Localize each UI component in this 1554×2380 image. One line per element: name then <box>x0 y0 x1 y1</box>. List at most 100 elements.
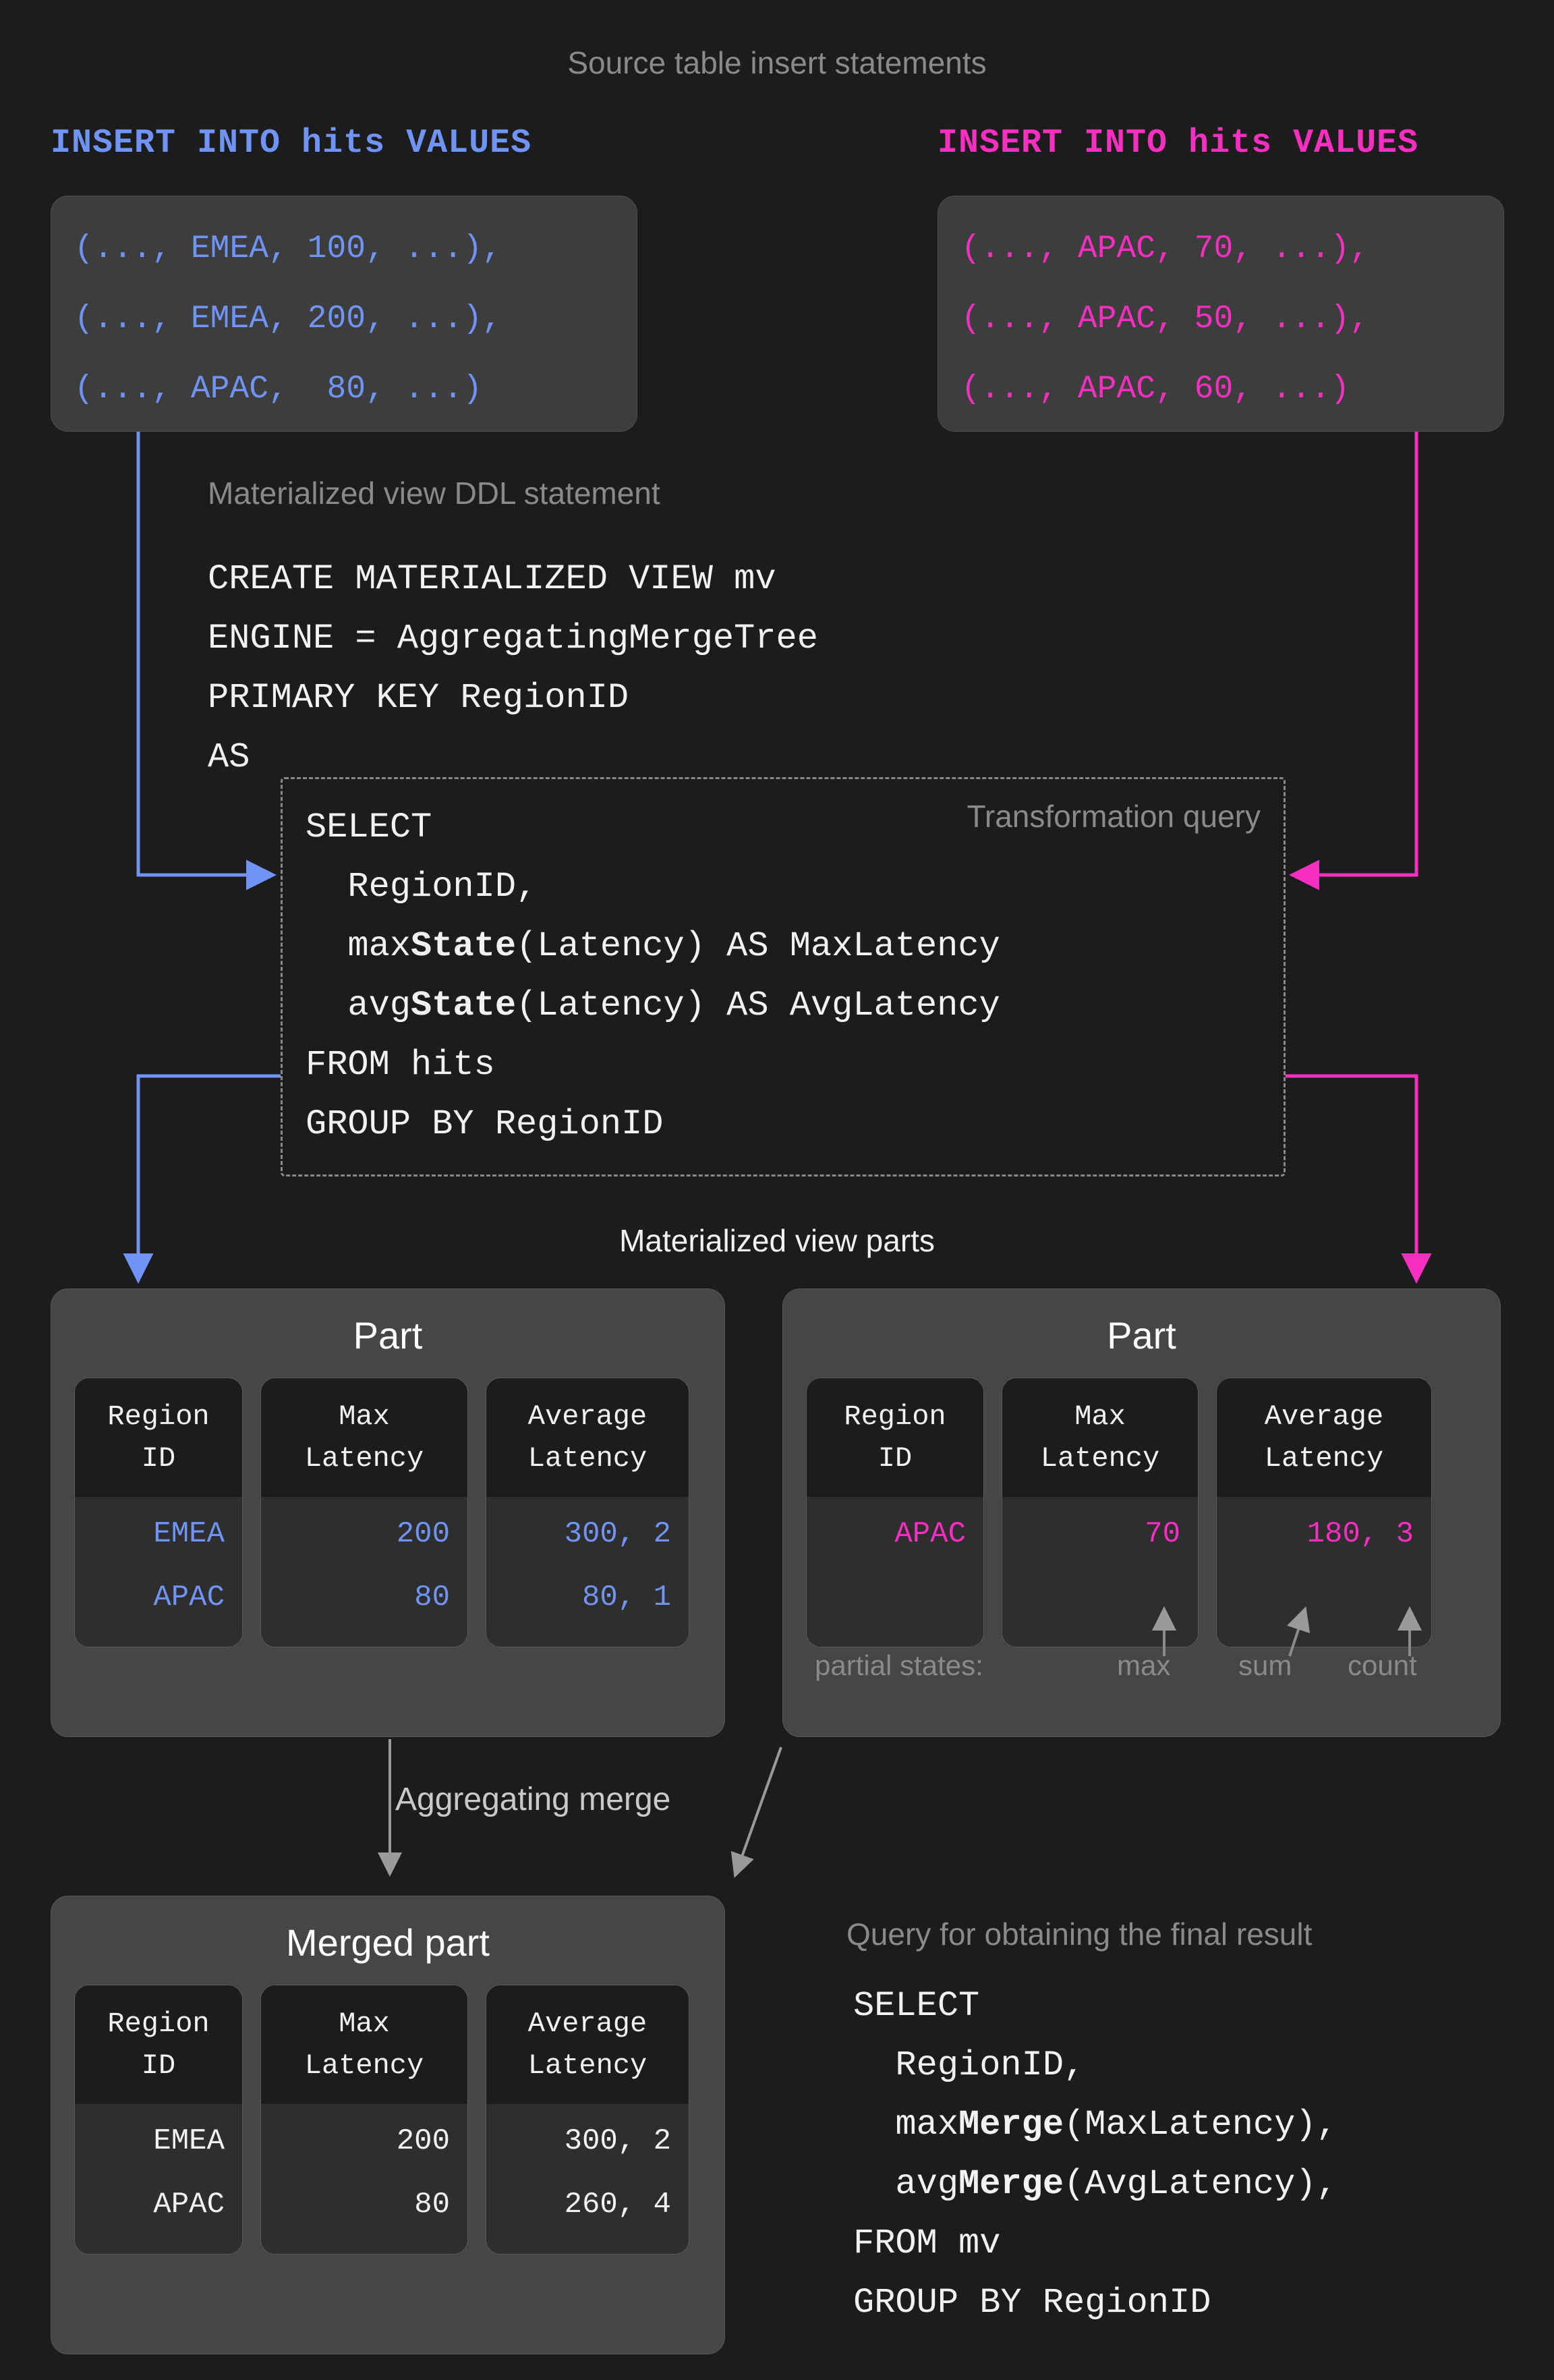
part-right-col-avglatency: Average Latency 180, 3 . <box>1216 1378 1432 1647</box>
part-left-head-avglatency: Average Latency <box>486 1378 689 1497</box>
insert-left-row-1: (..., EMEA, 100, ...), <box>74 231 502 267</box>
insert-right-header: INSERT INTO hits VALUES <box>938 124 1419 163</box>
insert-left-row-3: (..., APAC, 80, ...) <box>74 371 482 407</box>
tq-line-4-state: State <box>411 986 517 1025</box>
partial-states-sum: sum <box>1238 1649 1292 1681</box>
tq-line-1: SELECT <box>306 808 432 847</box>
part-left-body-regionid: EMEA APAC <box>75 1497 242 1647</box>
part-left-body-avglatency: 300, 2 80, 1 <box>486 1497 689 1647</box>
part-merged-cell-maxlatency-2: 80 <box>414 2188 450 2221</box>
part-left-head-regionid: Region ID <box>75 1378 242 1497</box>
fq-line-6: GROUP BY RegionID <box>853 2283 1211 2323</box>
insert-right-row-1: (..., APAC, 70, ...), <box>961 231 1369 267</box>
part-merged-head-avglatency: Average Latency <box>486 1985 689 2104</box>
tq-line-3-pre: max <box>306 926 411 966</box>
part-merged-cell-regionid-2: APAC <box>153 2188 225 2221</box>
insert-right-box: (..., APAC, 70, ...), (..., APAC, 50, ..… <box>938 196 1504 432</box>
part-right-columns: Region ID APAC . Max Latency 70 . Averag… <box>783 1378 1500 1647</box>
part-right-cell-regionid-1: APAC <box>894 1517 966 1551</box>
part-right-col-maxlatency: Max Latency 70 . <box>1002 1378 1199 1647</box>
part-merged-cell-regionid-1: EMEA <box>153 2124 225 2158</box>
ddl-line-1: CREATE MATERIALIZED VIEW mv <box>208 559 776 599</box>
fq-line-4-post: (AvgLatency), <box>1064 2164 1337 2204</box>
part-merged-cell-maxlatency-1: 200 <box>396 2124 450 2158</box>
part-left-cell-maxlatency-2: 80 <box>414 1581 450 1614</box>
part-right-head-avglatency: Average Latency <box>1217 1378 1431 1497</box>
partial-states-count: count <box>1348 1649 1417 1681</box>
part-right-title: Part <box>1107 1314 1176 1357</box>
fq-line-1: SELECT <box>853 1986 980 2026</box>
part-right-head-regionid: Region ID <box>807 1378 983 1497</box>
part-right-col-regionid: Region ID APAC . <box>806 1378 984 1647</box>
caption-mv-parts: Materialized view parts <box>619 1223 935 1258</box>
ddl-line-4: AS <box>208 737 250 777</box>
aggregating-merge-label: Aggregating merge <box>395 1782 671 1817</box>
ddl-code-block: CREATE MATERIALIZED VIEW mv ENGINE = Agg… <box>208 550 818 787</box>
part-right-cell-maxlatency-1: 70 <box>1145 1517 1180 1551</box>
caption-source-statements: Source table insert statements <box>567 45 987 80</box>
part-merged-col-maxlatency: Max Latency 200 80 <box>260 1985 468 2255</box>
caption-final-query: Query for obtaining the final result <box>846 1917 1313 1952</box>
partial-states-annotation: partial states: max sum count <box>815 1649 1496 1690</box>
tq-line-3-state: State <box>411 926 517 966</box>
fq-line-5: FROM mv <box>853 2223 1001 2263</box>
part-right-cell-avglatency-1: 180, 3 <box>1306 1517 1414 1551</box>
partial-states-label: partial states: <box>815 1649 983 1681</box>
part-merged-body-avglatency: 300, 2 260, 4 <box>486 2104 689 2254</box>
tq-line-4-pre: avg <box>306 986 411 1025</box>
caption-transformation-query: Transformation query <box>967 799 1261 834</box>
fq-line-2: RegionID, <box>853 2045 1085 2085</box>
insert-right-row-2: (..., APAC, 50, ...), <box>961 301 1369 337</box>
caption-ddl: Materialized view DDL statement <box>208 476 660 511</box>
part-left-body-maxlatency: 200 80 <box>261 1497 467 1647</box>
tq-line-2: RegionID, <box>306 867 538 907</box>
part-left-col-avglatency: Average Latency 300, 2 80, 1 <box>486 1378 689 1647</box>
part-merged-head-maxlatency: Max Latency <box>261 1985 467 2104</box>
final-query-code: SELECT RegionID, maxMerge(MaxLatency), a… <box>853 1977 1337 2333</box>
wire-part-right-to-merged <box>730 1747 782 1878</box>
part-merged: Merged part Region ID EMEA APAC Max Late… <box>51 1896 725 2354</box>
fq-line-4-merge: Merge <box>958 2164 1064 2204</box>
part-left-cell-regionid-1: EMEA <box>153 1517 225 1551</box>
partial-states-max: max <box>1117 1649 1171 1681</box>
fq-line-3-pre: max <box>853 2105 959 2145</box>
part-merged-col-avglatency: Average Latency 300, 2 260, 4 <box>486 1985 689 2255</box>
fq-line-3-merge: Merge <box>958 2105 1064 2145</box>
part-merged-cell-avglatency-2: 260, 4 <box>564 2188 671 2221</box>
tq-line-5: FROM hits <box>306 1045 495 1085</box>
part-left-col-regionid: Region ID EMEA APAC <box>74 1378 243 1647</box>
tq-line-6: GROUP BY RegionID <box>306 1104 664 1144</box>
part-right-head-maxlatency: Max Latency <box>1002 1378 1198 1497</box>
tq-line-3-post: (Latency) AS MaxLatency <box>516 926 1000 966</box>
part-merged-col-regionid: Region ID EMEA APAC <box>74 1985 243 2255</box>
ddl-line-3: PRIMARY KEY RegionID <box>208 678 629 718</box>
tq-line-4-post: (Latency) AS AvgLatency <box>516 986 1000 1025</box>
transformation-query-code: SELECT RegionID, maxState(Latency) AS Ma… <box>306 798 1261 1154</box>
part-merged-columns: Region ID EMEA APAC Max Latency 200 80 A… <box>51 1985 724 2255</box>
part-merged-cell-avglatency-1: 300, 2 <box>564 2124 671 2158</box>
part-left-cell-avglatency-1: 300, 2 <box>564 1517 671 1551</box>
part-merged-body-maxlatency: 200 80 <box>261 2104 467 2254</box>
ddl-line-2: ENGINE = AggregatingMergeTree <box>208 619 818 658</box>
part-right: Part Region ID APAC . Max Latency 70 . A… <box>782 1288 1501 1737</box>
part-left-cell-maxlatency-1: 200 <box>396 1517 450 1551</box>
fq-line-3-post: (MaxLatency), <box>1064 2105 1337 2145</box>
part-merged-head-regionid: Region ID <box>75 1985 242 2104</box>
part-left-col-maxlatency: Max Latency 200 80 <box>260 1378 468 1647</box>
part-left-head-maxlatency: Max Latency <box>261 1378 467 1497</box>
part-merged-title: Merged part <box>286 1921 490 1964</box>
part-right-body-avglatency: 180, 3 . <box>1217 1497 1431 1647</box>
insert-left-box: (..., EMEA, 100, ...), (..., EMEA, 200, … <box>51 196 637 432</box>
wire-insert-right-to-query <box>1289 432 1418 890</box>
part-left-cell-avglatency-2: 80, 1 <box>581 1581 671 1614</box>
part-left-title: Part <box>353 1314 423 1357</box>
fq-line-4-pre: avg <box>853 2164 959 2204</box>
part-right-body-regionid: APAC . <box>807 1497 983 1647</box>
part-left-columns: Region ID EMEA APAC Max Latency 200 80 A… <box>51 1378 724 1647</box>
transformation-query-box: Transformation query SELECT RegionID, ma… <box>281 777 1286 1177</box>
insert-left-row-2: (..., EMEA, 200, ...), <box>74 301 502 337</box>
part-left: Part Region ID EMEA APAC Max Latency 200… <box>51 1288 725 1737</box>
part-right-body-maxlatency: 70 . <box>1002 1497 1198 1647</box>
insert-right-row-3: (..., APAC, 60, ...) <box>961 371 1350 407</box>
insert-left-header: INSERT INTO hits VALUES <box>51 124 532 163</box>
